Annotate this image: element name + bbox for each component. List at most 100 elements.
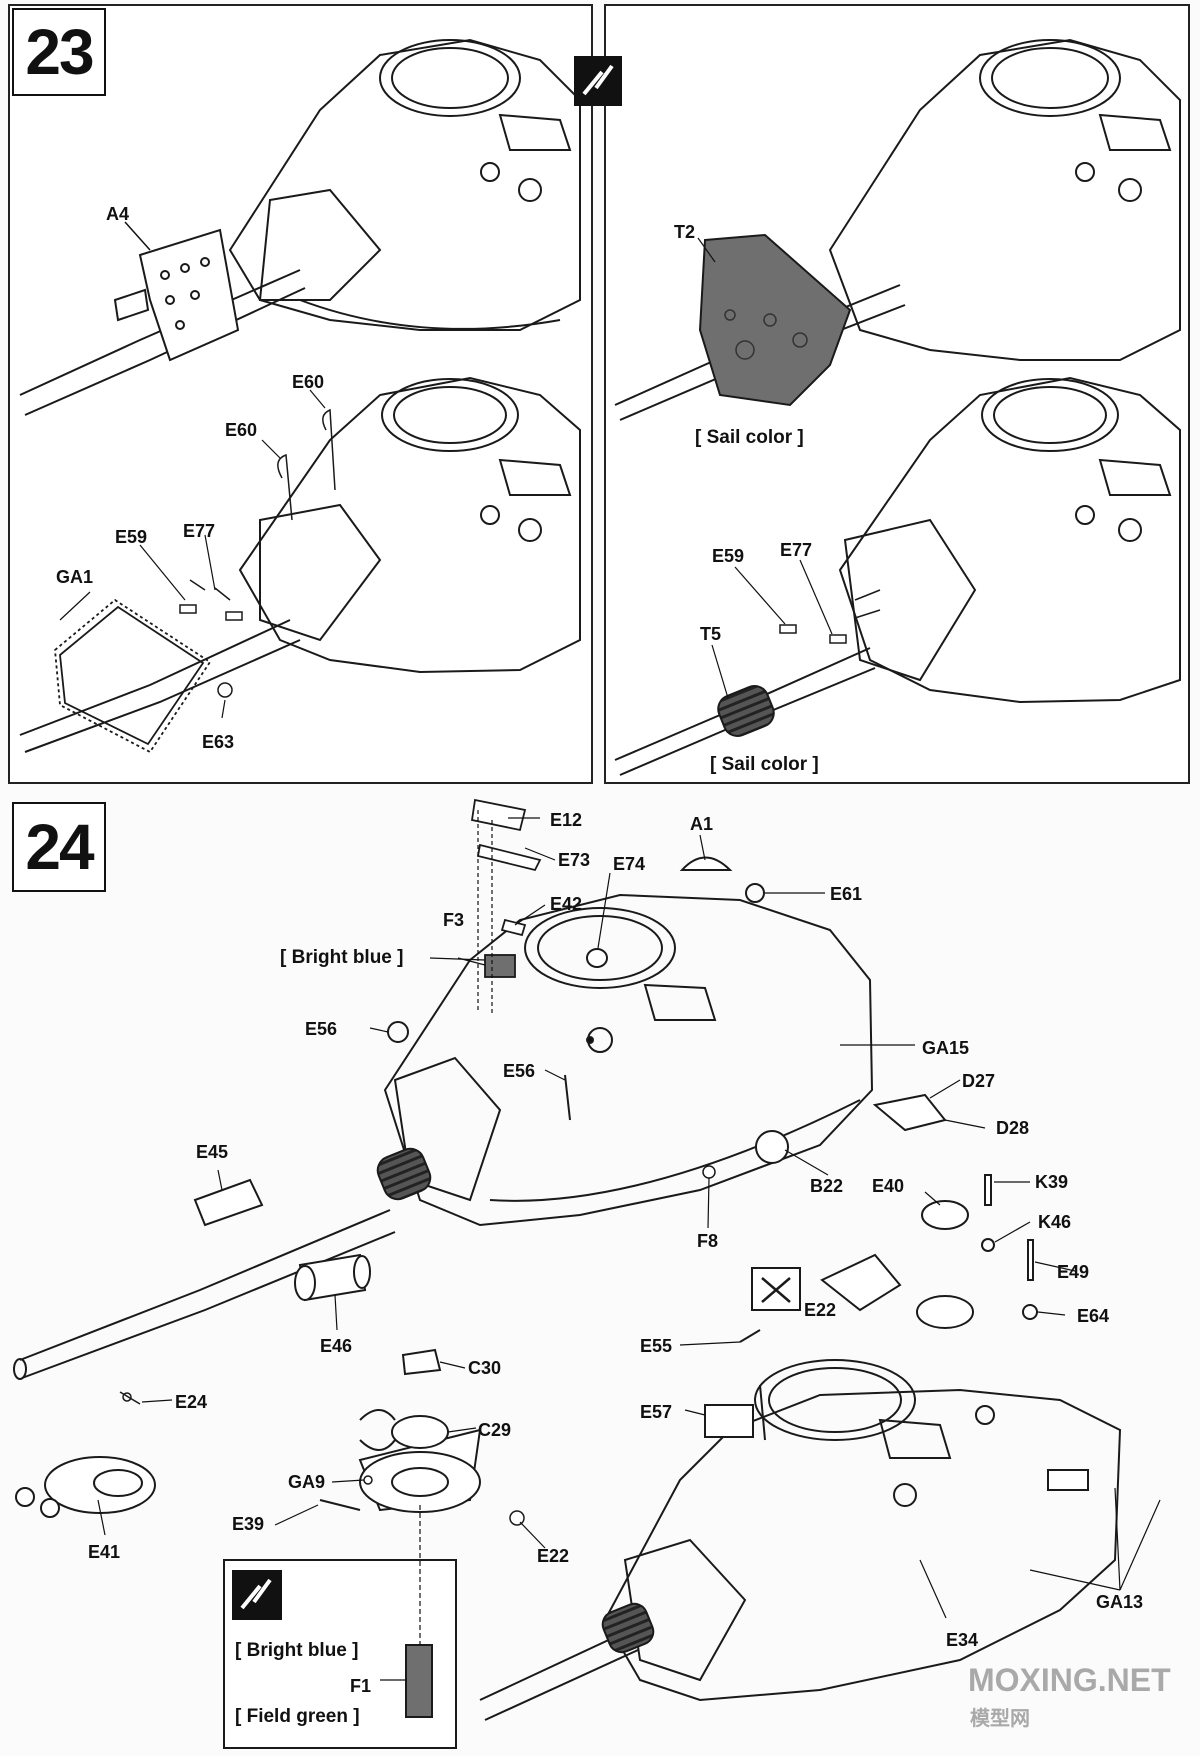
label-e63: E63 xyxy=(202,732,234,752)
parts-e55-e57 xyxy=(704,1329,766,1441)
part-t5-barrel-sleeve xyxy=(717,685,775,737)
turret-23-right-lower xyxy=(838,376,1181,704)
paint-blue-f1: [ Bright blue ] xyxy=(235,1640,358,1661)
label-e60-left: E60 xyxy=(225,420,257,440)
leaders-24-lower-right xyxy=(679,1181,1161,1619)
turret-24-main xyxy=(383,893,874,1227)
leaders-23-left xyxy=(59,389,326,719)
paint-labels: [ Sail color ] [ Sail color ] [ Bright b… xyxy=(235,427,819,1727)
paint-green-f1: [ Field green ] xyxy=(235,1706,360,1727)
part-e39 xyxy=(319,1499,361,1511)
label-e64: E64 xyxy=(1077,1306,1109,1326)
turret-23-lower xyxy=(238,376,581,674)
label-e59-right: E59 xyxy=(712,546,744,566)
label-e77: E77 xyxy=(183,521,215,541)
label-ga1: GA1 xyxy=(56,567,93,587)
hatch-assembly-c29-e39 xyxy=(358,1348,482,1513)
label-e41: E41 xyxy=(88,1542,120,1562)
part-e56-mid xyxy=(564,1074,571,1121)
leaders-24-main xyxy=(369,817,986,1229)
label-k46: K46 xyxy=(1038,1212,1071,1232)
label-c30: C30 xyxy=(468,1358,501,1378)
label-e49: E49 xyxy=(1057,1262,1089,1282)
no-cement-icon xyxy=(761,1277,791,1303)
label-e56-left: E56 xyxy=(305,1019,337,1039)
part-e61-handle xyxy=(745,883,765,903)
part-b22 xyxy=(755,1130,789,1164)
label-ga15: GA15 xyxy=(922,1038,969,1058)
paint-blue-f3: [ Bright blue ] xyxy=(280,947,403,968)
label-e57: E57 xyxy=(640,1402,672,1422)
label-ga13: GA13 xyxy=(1096,1592,1143,1612)
label-t5: T5 xyxy=(700,624,721,644)
label-e59: E59 xyxy=(115,527,147,547)
label-e46: E46 xyxy=(320,1336,352,1356)
label-f8: F8 xyxy=(697,1231,718,1251)
label-c29: C29 xyxy=(478,1420,511,1440)
turret-23-upper xyxy=(228,38,581,331)
part-f8 xyxy=(702,1165,716,1179)
label-f3: F3 xyxy=(443,910,464,930)
turret-23-right-upper xyxy=(828,38,1181,361)
label-e74: E74 xyxy=(613,854,645,874)
e12-vertical-guides xyxy=(477,810,493,1015)
label-e22-upper: E22 xyxy=(804,1300,836,1320)
part-e24 xyxy=(119,1391,141,1405)
watermark-site: MOXING.NET xyxy=(968,1662,1171,1698)
label-ga9: GA9 xyxy=(288,1472,325,1492)
label-e61: E61 xyxy=(830,884,862,904)
leaders-e45-e46 xyxy=(217,1169,338,1331)
label-e42: E42 xyxy=(550,894,582,914)
label-d28: D28 xyxy=(996,1118,1029,1138)
part-e22-lower-left xyxy=(509,1510,525,1526)
label-b22: B22 xyxy=(810,1176,843,1196)
label-a4: A4 xyxy=(106,204,129,224)
step-number-23: 23 xyxy=(12,8,106,96)
label-e22-lower: E22 xyxy=(537,1546,569,1566)
label-f1: F1 xyxy=(350,1676,371,1696)
part-e74 xyxy=(586,948,608,968)
label-e56-mid: E56 xyxy=(503,1061,535,1081)
t2-details xyxy=(724,309,808,360)
label-e12: E12 xyxy=(550,810,582,830)
step-number-24: 24 xyxy=(12,802,106,892)
paint-sail-t2: [ Sail color ] xyxy=(695,427,804,448)
label-e24: E24 xyxy=(175,1392,207,1412)
gun-barrel-23-upper xyxy=(19,269,306,416)
rotation-arrow xyxy=(359,1409,396,1421)
gun-barrel-23-lower xyxy=(19,619,301,753)
hatch-parts-e12-e73-e42-f3 xyxy=(470,798,542,978)
parts-d27-d28 xyxy=(872,1093,947,1132)
turret-24-lower-right xyxy=(603,1359,1122,1702)
part-labels: A4 E60 E60 E59 E77 GA1 E63 T2 E59 E77 T5… xyxy=(56,204,1143,1696)
barrel-sleeve-24-lower xyxy=(601,1602,655,1654)
label-e45: E45 xyxy=(196,1142,228,1162)
parts-e45-e46 xyxy=(193,1178,371,1302)
gun-barrel-24-main xyxy=(13,1209,396,1380)
paint-sail-t5: [ Sail color ] xyxy=(710,754,819,775)
step-23-left-panel xyxy=(8,4,593,784)
part-ga13-box xyxy=(1047,1469,1089,1491)
label-k39: K39 xyxy=(1035,1172,1068,1192)
watermark-cn: 模型网 xyxy=(970,1708,1030,1730)
leaders-23-right xyxy=(711,559,833,699)
part-ga9 xyxy=(363,1475,373,1485)
label-e40: E40 xyxy=(872,1176,904,1196)
label-e55: E55 xyxy=(640,1336,672,1356)
label-e77-right: E77 xyxy=(780,540,812,560)
label-t2: T2 xyxy=(674,222,695,242)
leaders-c29-group xyxy=(274,1361,546,1549)
variant-icon-24-inset xyxy=(232,1570,282,1620)
part-e56-left xyxy=(387,1021,409,1043)
part-a1-periscope-cover xyxy=(679,856,733,871)
label-a1: A1 xyxy=(690,814,713,834)
barrel-sleeve-24 xyxy=(376,1147,432,1201)
parts-e60-e59-e77-e63 xyxy=(179,408,336,698)
leader-e41 xyxy=(97,1499,106,1536)
part-ga1-cover xyxy=(54,598,212,754)
parts-e59-e77-right xyxy=(779,589,881,644)
part-e41-hatch xyxy=(15,1456,156,1518)
part-t2-mantlet-cover xyxy=(698,233,852,407)
label-d27: D27 xyxy=(962,1071,995,1091)
part-a4-mantlet xyxy=(113,228,240,362)
